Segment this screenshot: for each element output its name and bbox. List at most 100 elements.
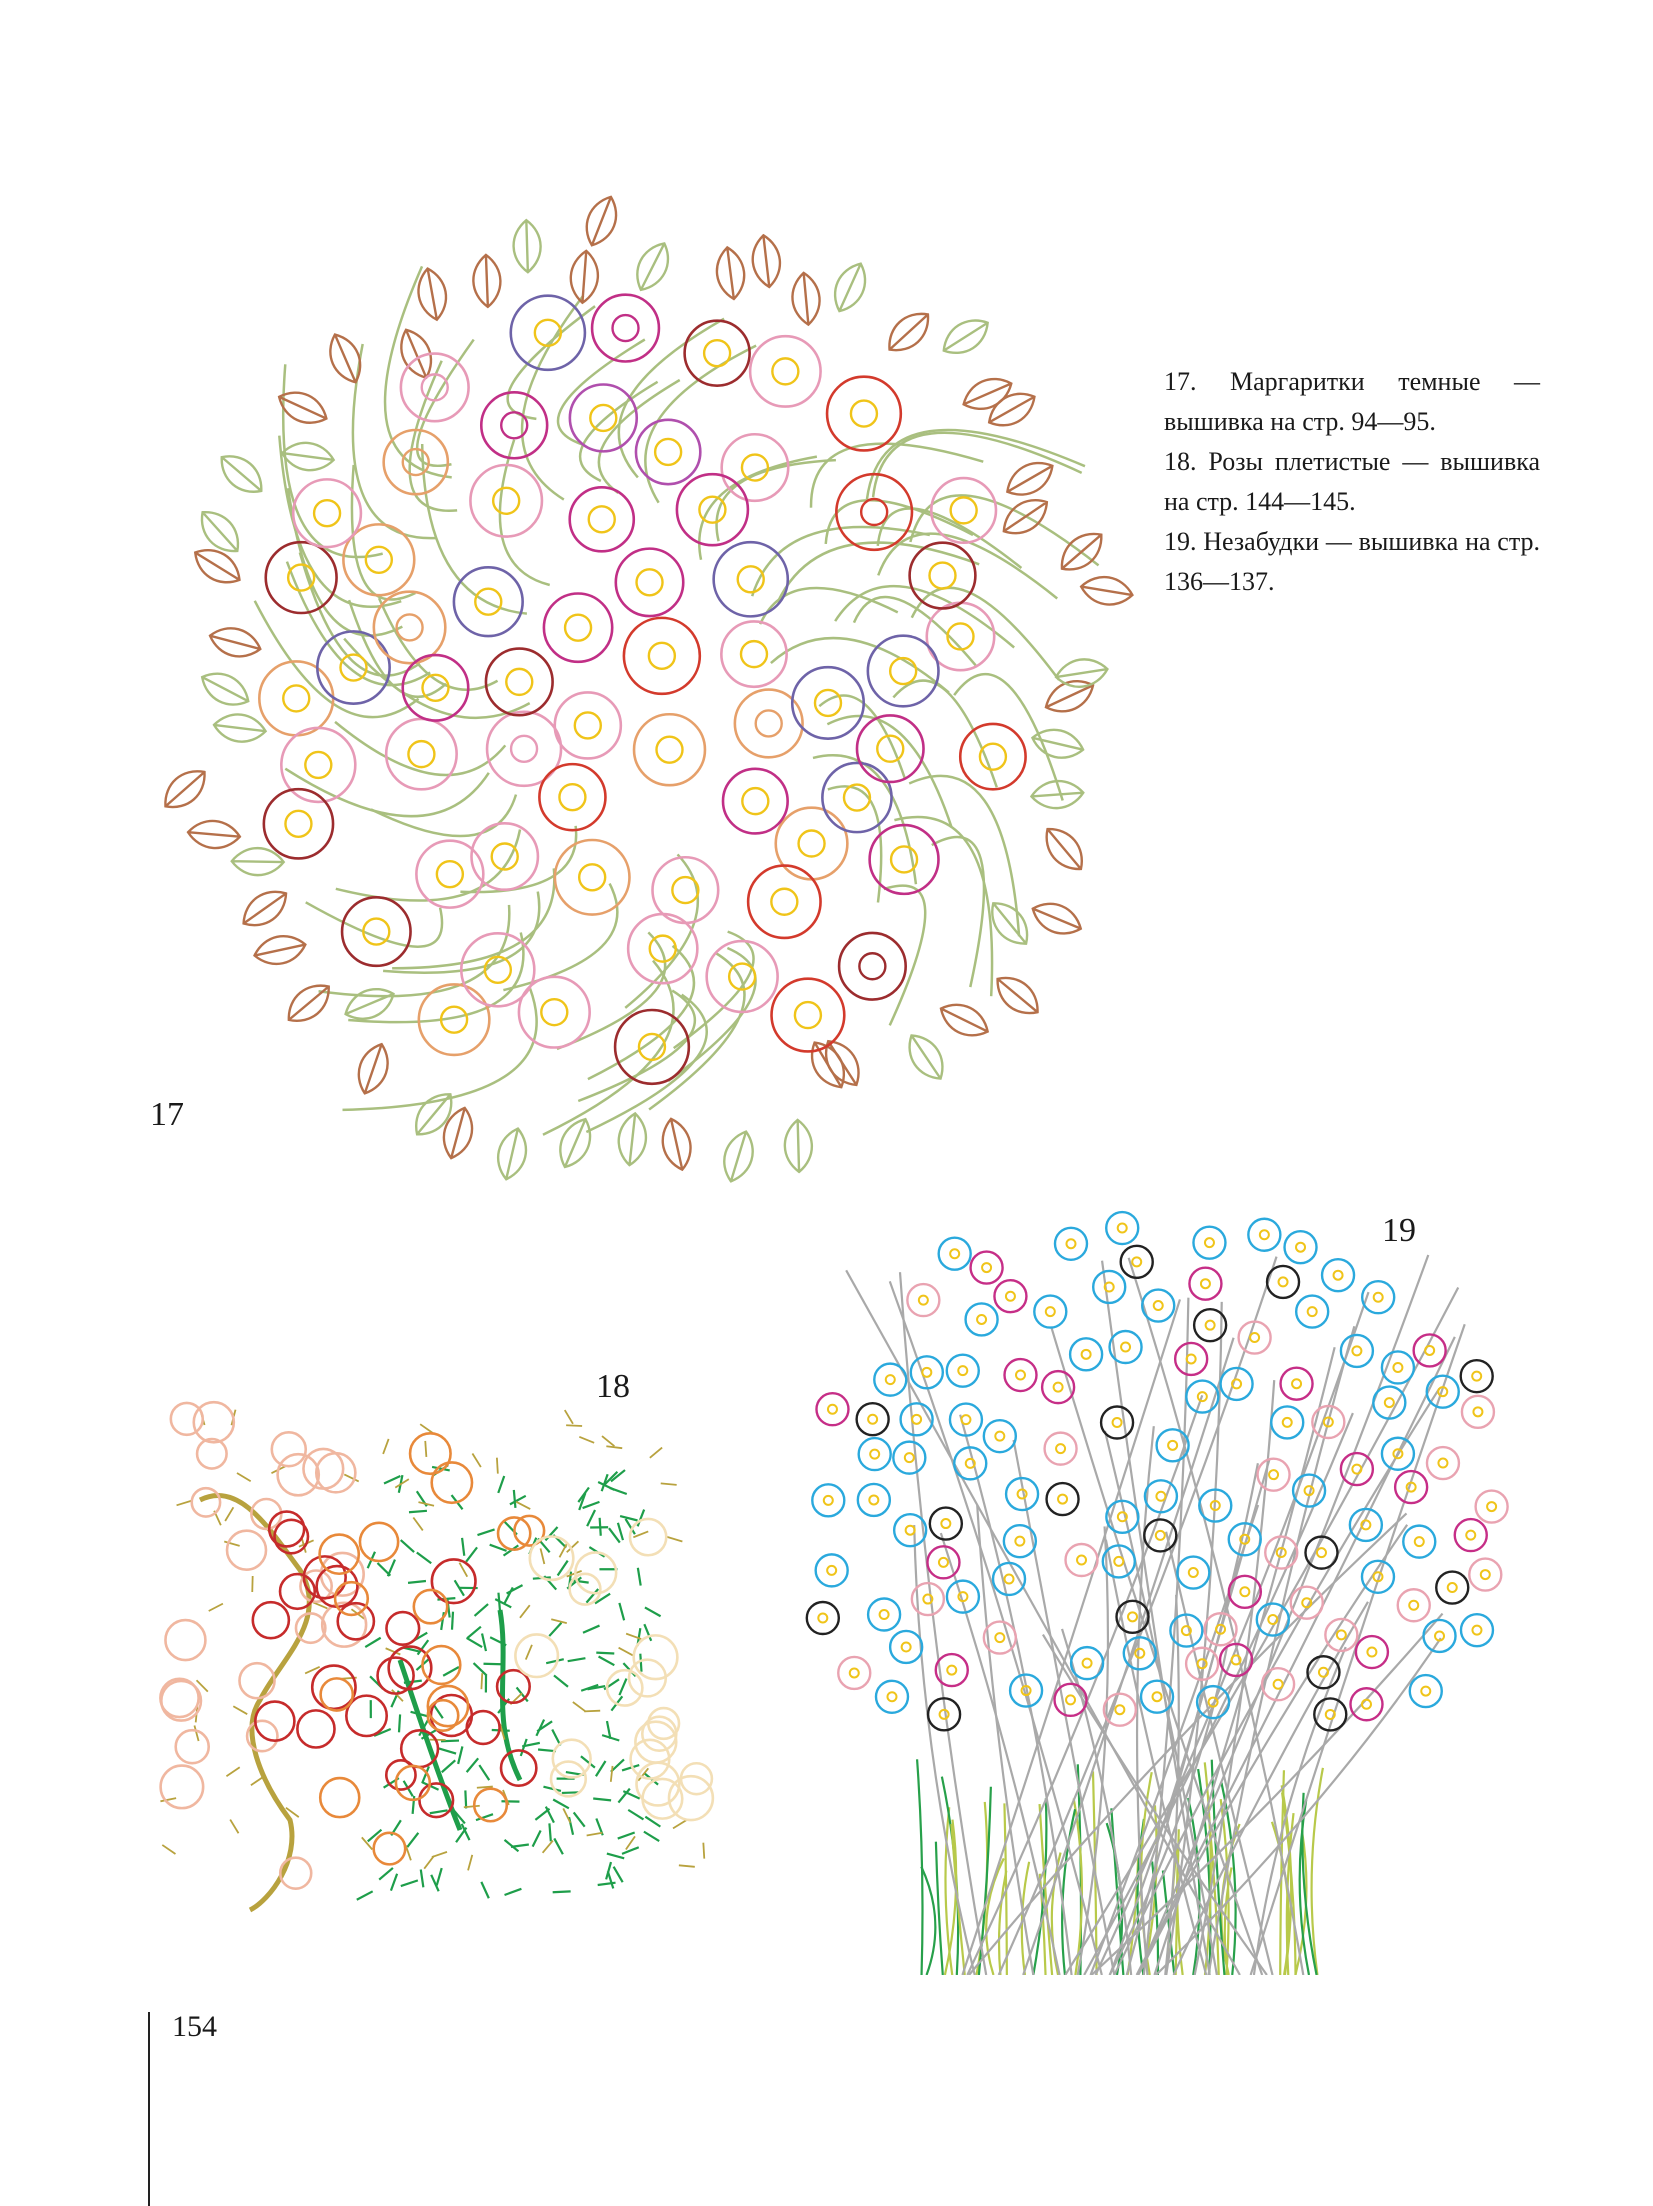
needle bbox=[510, 1843, 529, 1848]
needle bbox=[621, 1846, 640, 1855]
stem bbox=[871, 431, 1083, 498]
forget-me-not-flower bbox=[805, 1600, 841, 1636]
rose-flower bbox=[426, 1698, 460, 1732]
daisy-flower bbox=[712, 540, 790, 618]
grass bbox=[1279, 1770, 1286, 1975]
stem bbox=[1012, 1439, 1116, 1975]
rose-flower bbox=[358, 1521, 400, 1563]
stem bbox=[1094, 1291, 1370, 1975]
daisy-flower bbox=[675, 472, 750, 547]
needle bbox=[672, 1819, 688, 1830]
rose-flower bbox=[430, 1461, 474, 1505]
needle bbox=[563, 1409, 574, 1425]
flower-center bbox=[937, 1556, 949, 1568]
stem bbox=[506, 305, 596, 421]
needle bbox=[551, 1618, 567, 1624]
stem bbox=[377, 597, 499, 691]
daisy-flower bbox=[384, 717, 458, 791]
needle bbox=[552, 1890, 571, 1894]
flower-center bbox=[994, 1430, 1006, 1442]
figure-17-daisies bbox=[150, 195, 1150, 1215]
leaf-icon bbox=[417, 267, 448, 322]
needle bbox=[412, 1516, 424, 1531]
forget-me-not-flower bbox=[1184, 1646, 1220, 1681]
leaf-icon bbox=[512, 218, 542, 274]
forget-me-not-flower bbox=[982, 1418, 1018, 1454]
daisy-flower bbox=[401, 653, 470, 722]
forget-me-not-flower bbox=[1203, 1612, 1238, 1647]
needle bbox=[594, 1760, 607, 1777]
flower-center bbox=[1413, 1536, 1425, 1548]
forget-me-not-flower bbox=[1155, 1428, 1190, 1463]
needle bbox=[566, 1540, 580, 1553]
forget-me-not-flower bbox=[1115, 1599, 1150, 1635]
needle bbox=[578, 1435, 595, 1444]
flower-center bbox=[826, 1564, 838, 1576]
flower-center bbox=[957, 1591, 969, 1603]
stem bbox=[809, 442, 984, 508]
flower-center bbox=[817, 1612, 829, 1624]
flower-center bbox=[1020, 1685, 1032, 1697]
rose-flower bbox=[418, 1782, 455, 1819]
needle bbox=[572, 1701, 587, 1713]
grass bbox=[1301, 1792, 1318, 1975]
daisy-flower bbox=[470, 822, 540, 892]
forget-me-not-flower bbox=[964, 1302, 999, 1337]
needle bbox=[385, 1647, 401, 1656]
needle bbox=[480, 1633, 488, 1652]
daisy-flower bbox=[721, 767, 789, 835]
leaf-icon bbox=[1044, 680, 1095, 713]
forget-me-not-flower bbox=[926, 1697, 962, 1732]
stem bbox=[577, 989, 697, 1103]
needle bbox=[627, 1808, 645, 1821]
flower-center bbox=[1154, 1529, 1166, 1541]
needle bbox=[176, 1499, 193, 1507]
needle bbox=[480, 1881, 490, 1899]
leaf-icon bbox=[783, 1118, 813, 1174]
rose-flower bbox=[647, 1706, 681, 1741]
needle bbox=[457, 1746, 464, 1765]
forget-me-not-flower bbox=[934, 1652, 969, 1688]
needle bbox=[397, 1714, 402, 1733]
daisy-flower bbox=[509, 294, 587, 372]
daisy-flower bbox=[868, 823, 940, 896]
needle bbox=[584, 1709, 601, 1713]
rose-flower bbox=[270, 1430, 308, 1468]
needle bbox=[617, 1831, 636, 1840]
forget-me-not-flower bbox=[945, 1579, 981, 1614]
needle bbox=[478, 1764, 491, 1781]
needle bbox=[585, 1588, 600, 1604]
needle bbox=[603, 1470, 619, 1486]
flower-center bbox=[1335, 1629, 1347, 1641]
figure-19-forget-me-nots bbox=[790, 1195, 1520, 1975]
leaf-icon bbox=[942, 319, 989, 355]
needle bbox=[391, 1689, 404, 1702]
needle bbox=[577, 1486, 590, 1503]
flower-center bbox=[1204, 1319, 1216, 1331]
leaf-icon bbox=[987, 392, 1036, 427]
stem bbox=[585, 993, 708, 1134]
flower-center bbox=[1052, 1381, 1064, 1393]
needle bbox=[416, 1639, 430, 1656]
rose-flower bbox=[225, 1529, 268, 1571]
rose-flower bbox=[267, 1510, 306, 1548]
flower-center bbox=[1114, 1704, 1126, 1716]
forget-me-not-flower bbox=[1380, 1350, 1416, 1385]
rose-flower bbox=[278, 1572, 317, 1611]
forget-me-not-flower bbox=[1068, 1337, 1104, 1372]
forget-me-not-flower bbox=[1425, 1374, 1460, 1409]
daisy-flower bbox=[733, 688, 804, 759]
needle bbox=[208, 1602, 224, 1612]
leaf-icon bbox=[908, 1034, 944, 1080]
flower-center bbox=[1306, 1306, 1318, 1318]
daisy-flower bbox=[683, 319, 751, 387]
needle bbox=[624, 1518, 636, 1535]
needle bbox=[558, 1542, 568, 1558]
daisy-flower bbox=[415, 839, 485, 909]
forget-me-not-flower bbox=[1306, 1655, 1341, 1690]
daisy-flower bbox=[264, 540, 338, 615]
forget-me-not-flower bbox=[1402, 1524, 1437, 1559]
needle bbox=[515, 1500, 531, 1510]
needle bbox=[394, 1478, 410, 1489]
needle bbox=[250, 1775, 265, 1786]
